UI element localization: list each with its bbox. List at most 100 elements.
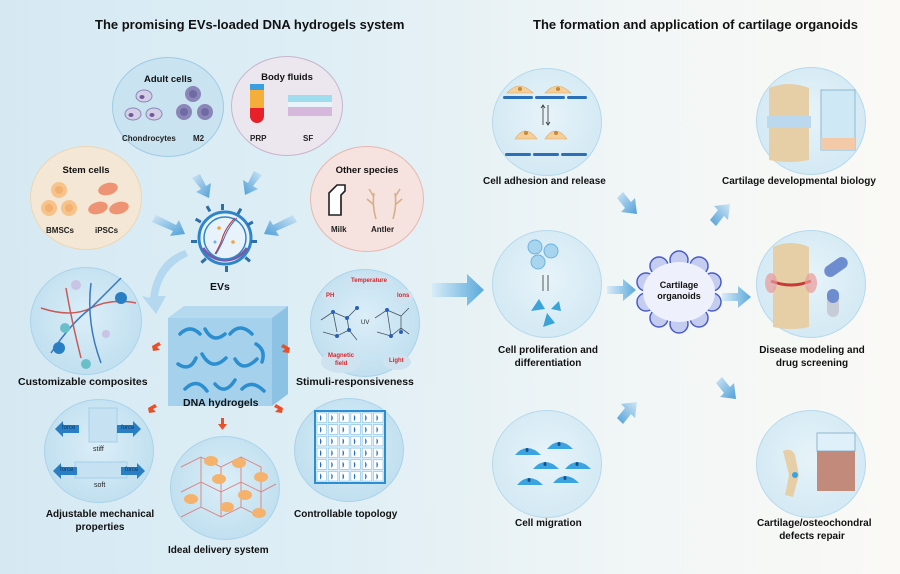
arrow-body-to-evs <box>243 171 262 195</box>
disease-label-line2: drug screening <box>775 358 849 369</box>
topology-cell <box>365 473 367 480</box>
evs-label: EVs <box>210 281 230 293</box>
force-tag: force <box>62 425 76 431</box>
joint-drug-icon <box>765 243 848 329</box>
topology-pore <box>339 459 350 470</box>
topology-pore <box>350 436 361 447</box>
soft-label: soft <box>94 482 106 489</box>
cell-migration-circle <box>492 410 602 518</box>
topology-circle <box>294 398 404 502</box>
developmental-biology-label: Cartilage developmental biology <box>722 176 876 187</box>
arrow-to-delivery <box>218 418 227 430</box>
topology-cell <box>331 438 333 445</box>
topology-cell <box>376 450 378 457</box>
mechanical-properties-label: Adjustable mechanical properties <box>40 508 160 534</box>
topology-cell <box>376 473 378 480</box>
topology-pore <box>361 412 372 423</box>
topology-pore <box>361 424 372 435</box>
defects-repair-label: Cartilage/osteochondral defects repair <box>757 517 871 543</box>
arrow-to-stimuli <box>281 344 290 353</box>
mechanical-label-line1: Adjustable mechanical <box>45 509 155 520</box>
arrow-proliferation-to-organoids <box>607 279 636 301</box>
topology-pore <box>361 471 372 482</box>
topology-cell <box>376 438 378 445</box>
topology-cell <box>376 426 378 433</box>
topology-cell <box>353 450 356 457</box>
mechanical-properties-circle: force force stiff force force soft <box>44 399 154 503</box>
topology-pore <box>350 459 361 470</box>
stimulus-field: field <box>335 361 348 367</box>
disease-modeling-circle <box>756 230 866 338</box>
evs-vesicle-icon <box>191 204 257 272</box>
topology-cell <box>320 426 322 433</box>
topology-pore <box>373 459 384 470</box>
stimuli-responsiveness-label: Stimuli-responsiveness <box>296 376 414 388</box>
delivery-system-circle <box>170 436 280 540</box>
topology-cell <box>331 415 333 421</box>
topology-cell <box>376 415 378 421</box>
arrow-other-to-evs <box>264 215 297 236</box>
stimulus-uv: UV <box>361 320 370 326</box>
topology-cell <box>320 473 322 480</box>
topology-cell <box>320 438 322 445</box>
body-fluids-circle: Body fluids PRP SF <box>231 56 343 156</box>
topology-pore <box>316 412 327 423</box>
customizable-composites-label: Customizable composites <box>18 376 148 388</box>
organoids-label-line2: organoids <box>657 291 701 301</box>
cell-adhesion-icon <box>503 85 587 156</box>
cell-adhesion-circle <box>492 68 602 176</box>
other-species-circle: Other species Milk Antler <box>310 146 424 252</box>
right-panel-title: The formation and application of cartila… <box>533 17 859 32</box>
stem-cells-icon <box>41 182 129 216</box>
developmental-biology-circle <box>756 67 866 175</box>
topology-cell <box>353 473 356 480</box>
topology-pore <box>316 471 327 482</box>
topology-cell <box>353 438 356 445</box>
ipscs-label: iPSCs <box>95 226 119 235</box>
topology-cell <box>353 426 356 433</box>
topology-pore <box>339 471 350 482</box>
disease-modeling-label: Disease modeling and drug screening <box>752 344 872 370</box>
topology-pore <box>328 471 339 482</box>
topology-pore <box>339 436 350 447</box>
arrow-organoids-to-disease <box>722 286 751 308</box>
arrow-adult-to-evs <box>192 174 211 198</box>
force-tag: force <box>60 467 74 473</box>
arrow-adhesion-to-organoids <box>617 192 637 214</box>
arrow-to-topology <box>274 404 283 413</box>
dna-strands-icon <box>40 277 137 369</box>
topology-cell <box>365 415 367 421</box>
topology-cell <box>342 426 345 433</box>
topology-cell <box>331 450 333 457</box>
topology-pore <box>339 412 350 423</box>
dna-hydrogel-cube-icon <box>168 306 288 406</box>
customizable-composites-circle <box>30 267 142 375</box>
topology-pore <box>373 471 384 482</box>
topology-pore <box>328 424 339 435</box>
force-tag: force <box>125 467 139 473</box>
chondrocytes-label: Chondrocytes <box>122 134 176 143</box>
delivery-system-label: Ideal delivery system <box>168 545 269 556</box>
topology-cell <box>365 438 367 445</box>
topology-pore <box>361 447 372 458</box>
cell-proliferation-circle <box>492 230 602 338</box>
topology-pore <box>316 447 327 458</box>
topology-pore <box>328 459 339 470</box>
arrow-stem-to-evs <box>152 215 185 236</box>
sf-label: SF <box>303 134 314 143</box>
topology-cell <box>342 461 345 468</box>
topology-pore <box>350 471 361 482</box>
topology-pore <box>361 436 372 447</box>
cell-migration-icon <box>515 442 591 485</box>
topology-cell <box>320 415 322 421</box>
left-panel-title: The promising EVs-loaded DNA hydrogels s… <box>95 17 405 32</box>
arrow-migration-to-organoids <box>617 402 637 424</box>
arrow-to-composites <box>152 342 161 351</box>
stimulus-temperature: Temperature <box>351 278 387 284</box>
topology-pore <box>339 447 350 458</box>
topology-cell <box>331 461 333 468</box>
joint-cartilage-icon <box>767 84 856 162</box>
topology-pore <box>328 447 339 458</box>
adult-cells-title: Adult cells <box>143 74 193 85</box>
